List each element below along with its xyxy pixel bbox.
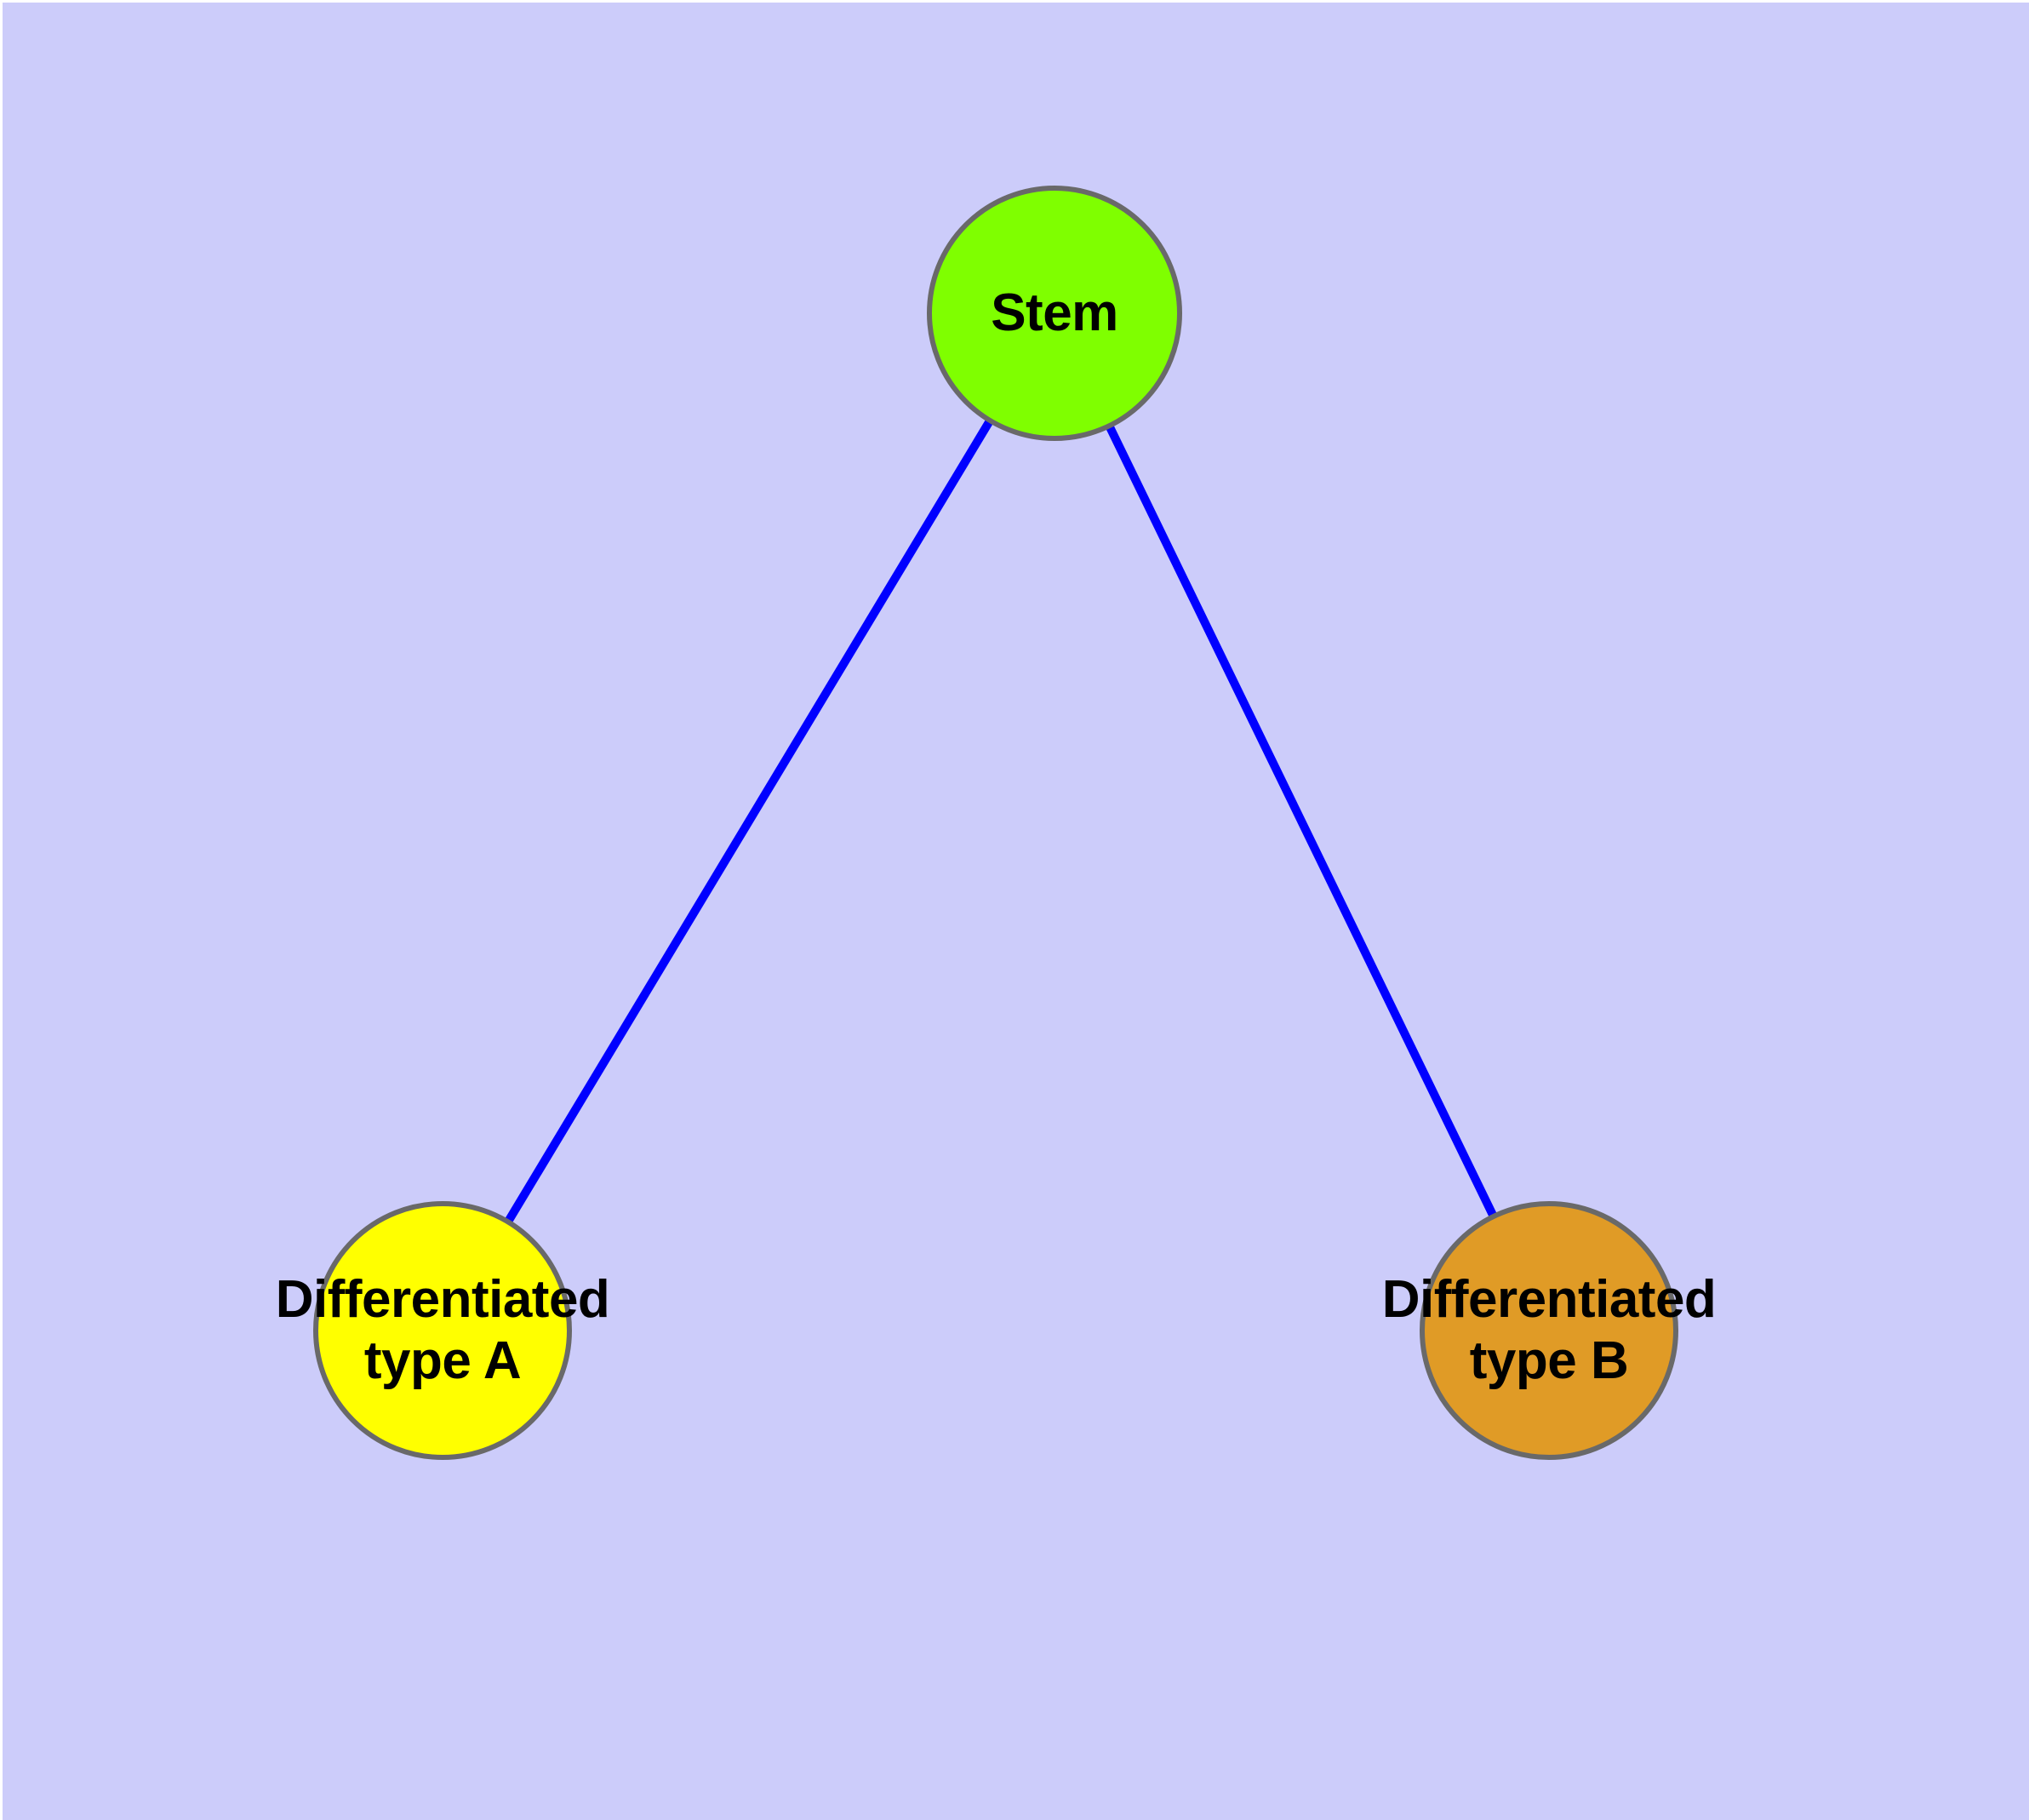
diagram-plot-area: Stem Differentiated type A Differentiate… [3, 3, 2029, 1820]
node-differentiated-type-b[interactable] [1420, 1201, 1678, 1460]
edge-stem-to-diff_a [504, 417, 995, 1225]
edge-layer [504, 417, 1498, 1225]
node-stem[interactable] [927, 186, 1182, 441]
edge-stem-to-diff_b [1105, 423, 1498, 1220]
node-differentiated-type-a[interactable] [313, 1201, 572, 1460]
edges-group [504, 417, 1498, 1225]
